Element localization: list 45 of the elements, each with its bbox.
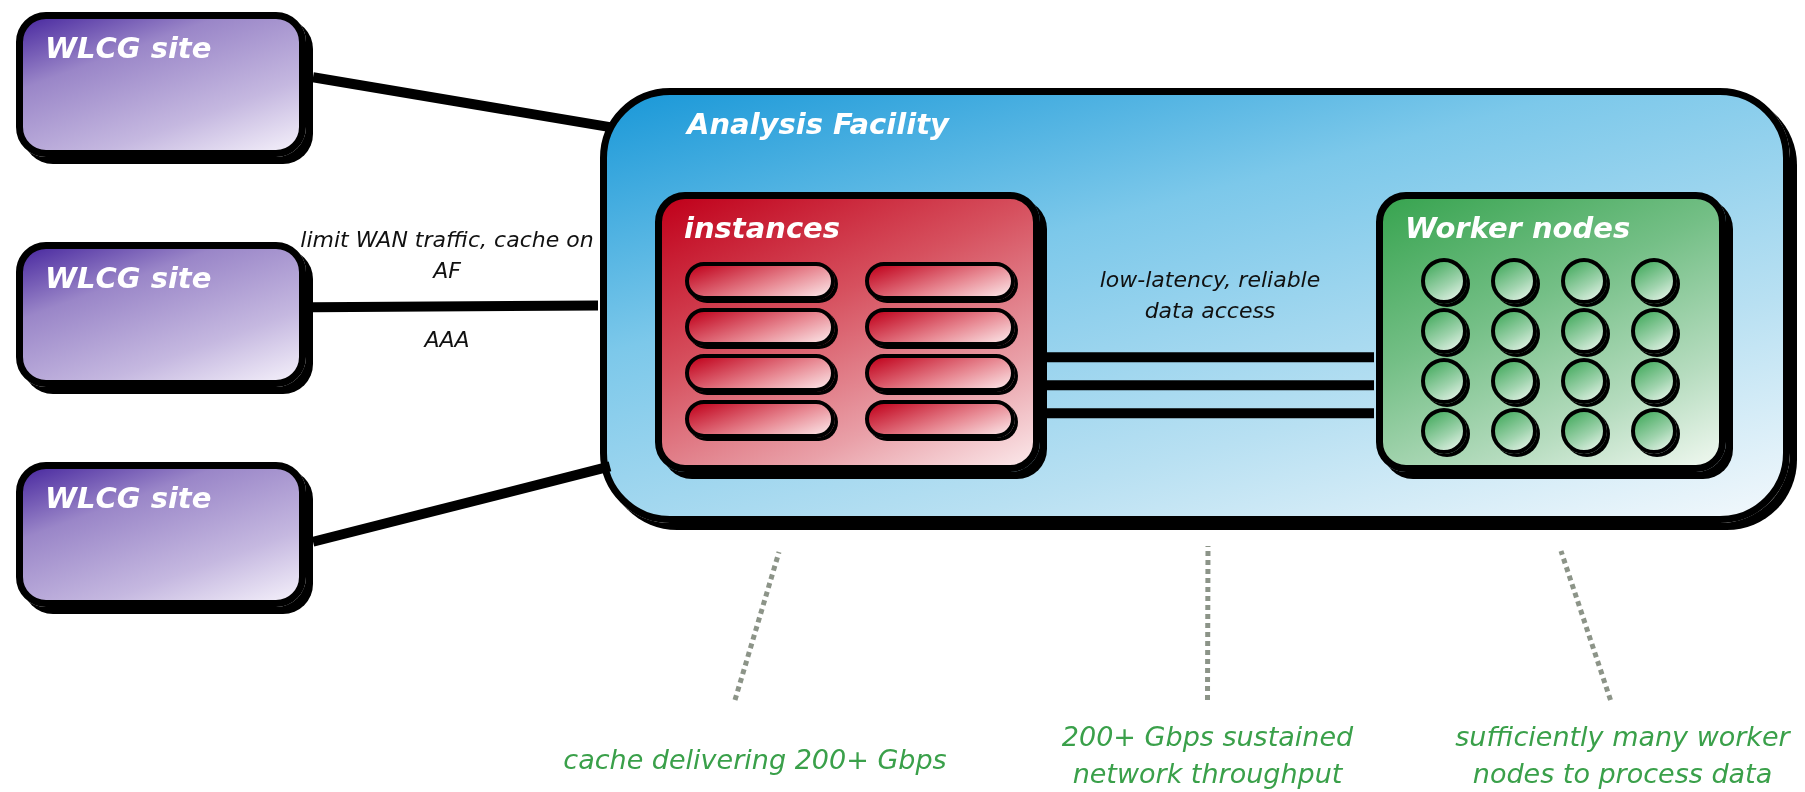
instance-pill bbox=[685, 400, 835, 438]
worker-node-circle bbox=[1561, 258, 1607, 304]
link-bar bbox=[1047, 408, 1374, 419]
node-title: instances bbox=[684, 211, 841, 245]
annotation-text: sufficiently many worker nodes to process data bbox=[1440, 700, 1805, 792]
worker-node-circle bbox=[1631, 408, 1677, 454]
instance-pill bbox=[685, 308, 835, 346]
annotation-text: 200+ Gbps sustained network throughput bbox=[1040, 700, 1375, 792]
node-title: WLCG site bbox=[45, 261, 212, 295]
worker-node-circle bbox=[1491, 408, 1537, 454]
worker-node-circle bbox=[1561, 308, 1607, 354]
edge-label: low-latency, reliable data access bbox=[1098, 266, 1322, 325]
node-title: WLCG site bbox=[45, 31, 212, 65]
edge-label: limit WAN traffic, cache on AF bbox=[299, 226, 595, 285]
instance-pill bbox=[865, 262, 1015, 300]
worker-node-circle bbox=[1421, 358, 1467, 404]
link-bar bbox=[1047, 352, 1374, 363]
worker-node-circle bbox=[1631, 358, 1677, 404]
node-title: Worker nodes bbox=[1405, 211, 1631, 245]
node-title: WLCG site bbox=[45, 481, 212, 515]
annotation-text: cache delivering 200+ Gbps bbox=[560, 700, 950, 778]
worker-node-circle bbox=[1561, 408, 1607, 454]
leader-line bbox=[1205, 546, 1211, 700]
instance-pill bbox=[865, 308, 1015, 346]
link-bar bbox=[312, 300, 599, 313]
leader-line bbox=[732, 551, 782, 701]
worker-node-circle bbox=[1631, 308, 1677, 354]
link-bar bbox=[1047, 380, 1374, 391]
instance-pill bbox=[865, 400, 1015, 438]
link-note: AAA bbox=[422, 326, 471, 354]
worker-node-circle bbox=[1491, 358, 1537, 404]
instance-pill bbox=[685, 354, 835, 392]
node-title: Analysis Facility bbox=[687, 107, 949, 141]
instance-pill bbox=[685, 262, 835, 300]
worker-node-circle bbox=[1491, 308, 1537, 354]
leader-line bbox=[1558, 550, 1613, 701]
link-bar bbox=[312, 72, 611, 133]
worker-node-circle bbox=[1421, 308, 1467, 354]
link-bar bbox=[311, 461, 612, 547]
worker-node-circle bbox=[1491, 258, 1537, 304]
worker-node-circle bbox=[1561, 358, 1607, 404]
worker-node-circle bbox=[1421, 258, 1467, 304]
worker-node-circle bbox=[1631, 258, 1677, 304]
worker-node-circle bbox=[1421, 408, 1467, 454]
instance-pill bbox=[865, 354, 1015, 392]
